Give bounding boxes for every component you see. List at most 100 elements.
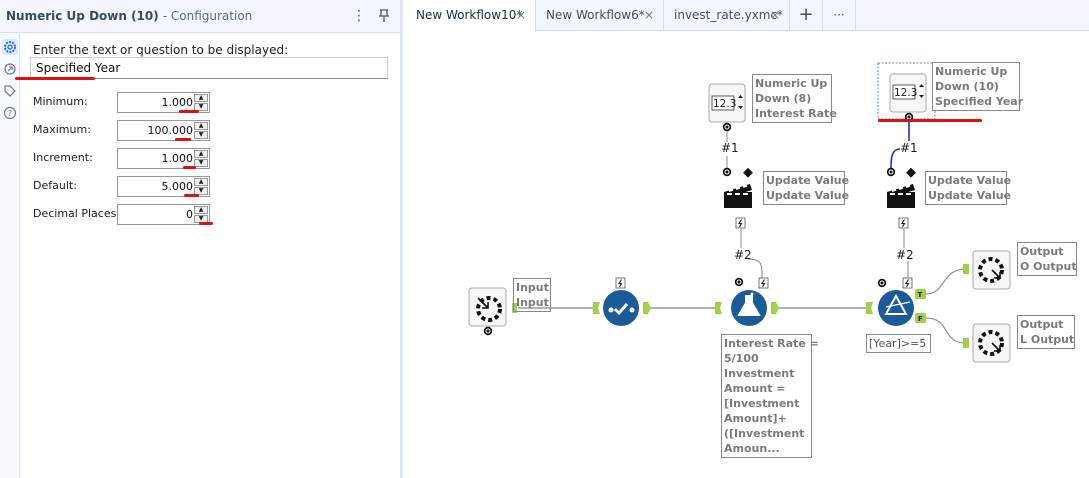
more-tabs-button[interactable]: ··· — [823, 0, 856, 31]
minimum-field: Minimum: ▲▼ — [33, 92, 393, 114]
decimal-places-spinner[interactable]: ▲▼ — [117, 204, 210, 225]
maximum-input[interactable] — [119, 122, 193, 139]
annotation-line: Interest Rate — [755, 107, 837, 120]
filter-annotation[interactable]: [Year]>=5 — [866, 334, 931, 353]
annotation-line: Down (8) — [755, 92, 812, 105]
connection-icon[interactable] — [2, 61, 18, 77]
svg-text:?: ? — [8, 109, 12, 118]
configuration-header: Numeric Up Down (10)- Configuration ⋮ — [0, 0, 400, 33]
decimal-places-label: Decimal Places: — [33, 207, 121, 220]
nud8-annotation[interactable]: Numeric Up Down (8) Interest Rate — [752, 74, 837, 123]
annotation-line: Investment — [724, 367, 795, 380]
tab-new-workflow6[interactable]: New Workflow6* × — [536, 0, 664, 31]
annotation-line: Update Value — [928, 189, 1012, 202]
annotation-underline — [878, 119, 982, 122]
annotation-line: Amoun... — [724, 442, 780, 455]
tool-name: Numeric Up Down (10) — [6, 9, 159, 23]
annotation-line: Output — [1020, 245, 1064, 258]
add-tab-button[interactable]: + — [790, 0, 823, 31]
decrement-arrow-icon[interactable]: ▼ — [194, 103, 208, 111]
macro-input-tool — [468, 287, 517, 336]
true-anchor-label: T — [918, 291, 923, 299]
numeric-up-down-8-tool: 12.3 — [708, 83, 746, 132]
annotation-line: [Investment — [724, 397, 800, 410]
annotation-line: 5/100 — [724, 352, 759, 365]
decrement-arrow-icon[interactable]: ▼ — [194, 131, 208, 139]
annotation-line: Interest Rate = — [724, 337, 819, 350]
connection-line — [925, 268, 967, 295]
tab-invest-rate[interactable]: invest_rate.yxmc* × — [664, 0, 790, 31]
workflow-canvas[interactable]: 12.3 12.3 — [406, 32, 1089, 478]
close-icon[interactable]: × — [643, 8, 654, 22]
macro-output-tool-o — [963, 250, 1011, 290]
question-connection — [747, 258, 763, 279]
prompt-label: Enter the text or question to be display… — [33, 43, 289, 57]
annotation-underline — [199, 222, 213, 225]
close-icon[interactable]: × — [769, 8, 780, 22]
minimum-label: Minimum: — [33, 95, 88, 108]
annotation-line: Output — [1020, 318, 1064, 331]
tab-label: New Workflow10* — [416, 8, 523, 22]
annotation-line: [Year]>=5 — [869, 337, 927, 350]
decimal-places-input[interactable] — [119, 206, 193, 223]
annotation-line: Update Value — [766, 189, 850, 202]
decimal-places-field: Decimal Places: ▲▼ — [33, 204, 393, 226]
annotation-underline — [183, 166, 196, 169]
output-o-annotation[interactable]: Output O Output — [1017, 242, 1077, 276]
default-spinner[interactable]: ▲▼ — [117, 176, 210, 197]
increment-label: Increment: — [33, 151, 93, 164]
update-value-right-annotation[interactable]: Update Value Update Value — [925, 171, 1012, 205]
connection-label: #1 — [721, 141, 739, 155]
annotation-line: Specified Year — [935, 95, 1024, 108]
connection-line — [925, 317, 967, 344]
configuration-form: Enter the text or question to be display… — [15, 34, 400, 478]
annotation-underline — [175, 138, 191, 141]
default-label: Default: — [33, 179, 77, 192]
annotation-line: ([Investment — [724, 427, 805, 440]
annotation-line: Update Value — [928, 174, 1012, 187]
formula-tool — [715, 277, 779, 326]
false-anchor-label: F — [918, 315, 923, 323]
tag-icon[interactable] — [2, 83, 18, 99]
tab-new-workflow10[interactable]: New Workflow10* × — [406, 0, 536, 32]
gear-icon[interactable] — [2, 39, 18, 55]
pin-icon[interactable] — [375, 6, 393, 26]
input-annotation[interactable]: Input Input — [513, 278, 551, 312]
default-input[interactable] — [119, 178, 193, 195]
nud8-icon-text: 12.3 — [713, 98, 736, 110]
update-value-tool-right — [886, 167, 916, 229]
decrement-arrow-icon[interactable]: ▼ — [194, 159, 208, 167]
formula-annotation[interactable]: Interest Rate = 5/100 Investment Amount … — [721, 334, 819, 458]
nud10-annotation[interactable]: Numeric Up Down (10) Specified Year — [932, 62, 1024, 111]
maximum-label: Maximum: — [33, 123, 91, 136]
annotation-underline — [184, 194, 199, 197]
increment-input[interactable] — [119, 150, 193, 167]
default-field: Default: ▲▼ — [33, 176, 393, 198]
increment-field: Increment: ▲▼ — [33, 148, 393, 170]
increment-arrow-icon[interactable]: ▲ — [194, 178, 208, 186]
prompt-text-input[interactable] — [30, 57, 388, 79]
update-value-tool-left — [722, 167, 753, 229]
annotation-line: Numeric Up — [755, 77, 828, 90]
nud10-icon-text: 12.3 — [894, 87, 917, 99]
increment-arrow-icon[interactable]: ▲ — [194, 122, 208, 130]
side-rail: ? — [0, 34, 20, 478]
help-icon[interactable]: ? — [2, 105, 18, 121]
close-icon[interactable]: × — [515, 8, 526, 22]
update-value-left-annotation[interactable]: Update Value Update Value — [763, 171, 850, 205]
maximum-spinner[interactable]: ▲▼ — [117, 120, 210, 141]
annotation-underline — [15, 77, 95, 80]
increment-arrow-icon[interactable]: ▲ — [194, 94, 208, 102]
decrement-arrow-icon[interactable]: ▼ — [194, 187, 208, 195]
filter-tool: T F — [866, 277, 926, 326]
test-tool — [593, 277, 651, 326]
vertical-ellipsis-icon[interactable]: ⋮ — [352, 8, 366, 24]
workflow-connections: 12.3 12.3 — [468, 62, 1011, 363]
increment-spinner[interactable]: ▲▼ — [117, 148, 210, 169]
connection-label: #1 — [900, 141, 918, 155]
output-l-annotation[interactable]: Output L Output — [1017, 315, 1075, 349]
minimum-input[interactable] — [119, 94, 193, 111]
increment-arrow-icon[interactable]: ▲ — [194, 150, 208, 158]
increment-arrow-icon[interactable]: ▲ — [194, 206, 208, 214]
minimum-spinner[interactable]: ▲▼ — [117, 92, 210, 113]
